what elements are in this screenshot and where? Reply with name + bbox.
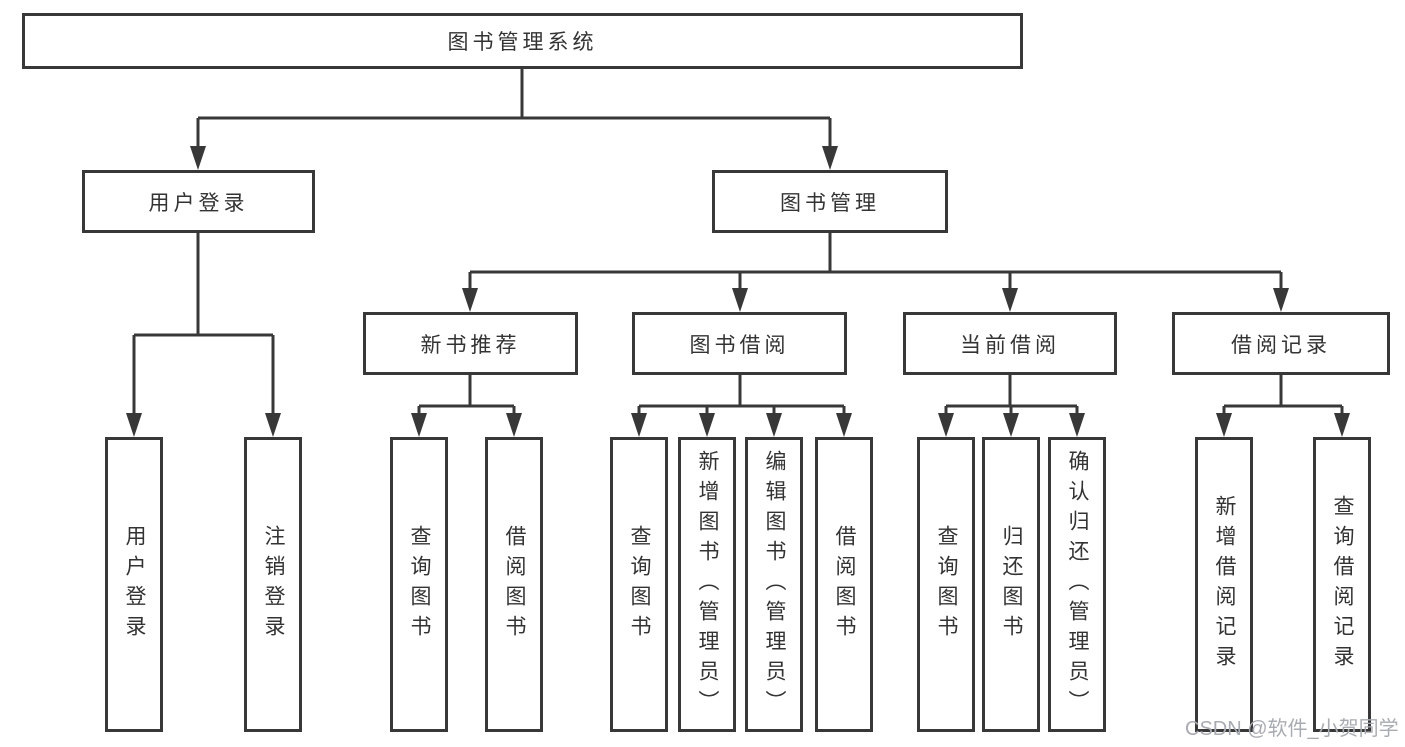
node-library-management-system: 图书管理系统	[22, 13, 1023, 69]
leaf-user-login-label: 用户登录	[123, 524, 146, 645]
leaf-borrow-books-recommend-label: 借阅图书	[503, 524, 526, 645]
node-book-management: 图书管理	[712, 170, 948, 233]
connector-book-borrow-children	[631, 375, 852, 437]
leaf-confirm-return-admin: 确认归还（管理员）	[1048, 437, 1106, 732]
node-user-login-label: 用户登录	[148, 191, 249, 215]
leaf-borrow-books-borrow: 借阅图书	[815, 437, 873, 732]
leaf-query-borrow-record: 查询借阅记录	[1313, 437, 1371, 732]
leaf-query-books-current: 查询图书	[917, 437, 975, 732]
leaf-borrow-books-borrow-label: 借阅图书	[833, 524, 856, 645]
leaf-edit-book-admin-label: 编辑图书（管理员）	[763, 449, 786, 720]
connector-borrow-records-children	[1216, 375, 1350, 437]
node-new-book-recommendation-label: 新书推荐	[420, 333, 521, 357]
leaf-edit-book-admin: 编辑图书（管理员）	[745, 437, 803, 732]
node-current-borrowing: 当前借阅	[903, 312, 1117, 375]
connector-user-login-children	[126, 233, 281, 437]
leaf-logout-label: 注销登录	[262, 524, 285, 645]
leaf-query-books-recommend: 查询图书	[390, 437, 448, 732]
node-book-borrowing: 图书借阅	[632, 312, 847, 375]
leaf-query-books-borrow-label: 查询图书	[628, 524, 651, 645]
leaf-add-book-admin: 新增图书（管理员）	[678, 437, 736, 732]
node-new-book-recommendation: 新书推荐	[363, 312, 578, 375]
leaf-query-books-recommend-label: 查询图书	[408, 524, 431, 645]
node-user-login: 用户登录	[82, 170, 315, 233]
leaf-borrow-books-recommend: 借阅图书	[485, 437, 543, 732]
leaf-query-books-borrow: 查询图书	[610, 437, 668, 732]
connector-book-management-children	[462, 233, 1289, 312]
node-book-borrowing-label: 图书借阅	[689, 333, 790, 357]
leaf-return-books-label: 归还图书	[1000, 524, 1023, 645]
leaf-return-books: 归还图书	[982, 437, 1040, 732]
leaf-logout: 注销登录	[244, 437, 302, 732]
leaf-add-borrow-record-label: 新增借阅记录	[1213, 494, 1236, 675]
leaf-query-books-current-label: 查询图书	[935, 524, 958, 645]
connector-new-book-children	[411, 375, 522, 437]
connector-current-borrow-children	[938, 375, 1085, 437]
csdn-watermark: CSDN @软件_小贺同学	[1185, 718, 1399, 740]
leaf-user-login: 用户登录	[105, 437, 163, 732]
node-borrowing-records-label: 借阅记录	[1231, 333, 1331, 357]
leaf-add-borrow-record: 新增借阅记录	[1195, 437, 1253, 732]
connector-root-to-level2	[190, 66, 838, 170]
leaf-confirm-return-admin-label: 确认归还（管理员）	[1066, 449, 1089, 720]
leaf-add-book-admin-label: 新增图书（管理员）	[696, 449, 719, 720]
node-borrowing-records: 借阅记录	[1172, 312, 1390, 375]
node-book-management-label: 图书管理	[780, 191, 880, 215]
node-current-borrowing-label: 当前借阅	[960, 333, 1060, 357]
node-library-management-system-label: 图书管理系统	[447, 31, 598, 54]
leaf-query-borrow-record-label: 查询借阅记录	[1331, 494, 1354, 675]
